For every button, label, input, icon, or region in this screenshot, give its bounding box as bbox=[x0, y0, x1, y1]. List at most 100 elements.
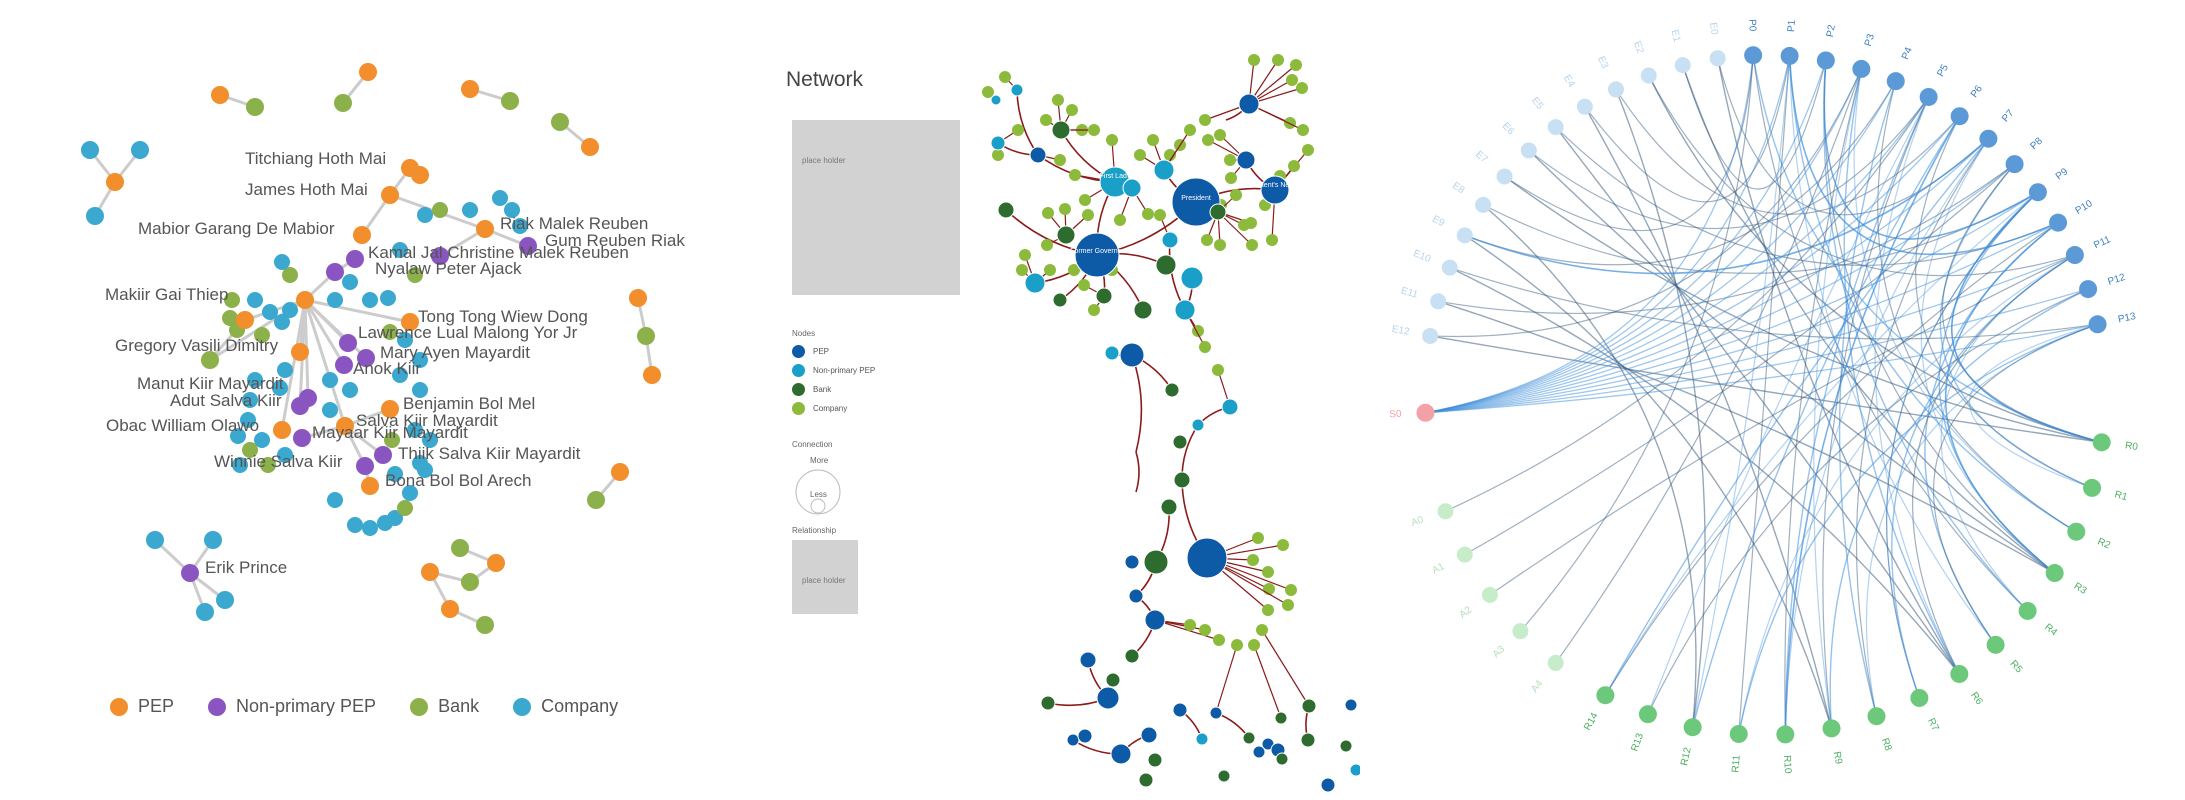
graph-node[interactable] bbox=[380, 290, 396, 306]
graph-node[interactable] bbox=[359, 63, 377, 81]
graph-node[interactable] bbox=[422, 432, 438, 448]
graph-node[interactable] bbox=[392, 367, 408, 383]
graph-node[interactable] bbox=[461, 573, 479, 591]
graph-node[interactable] bbox=[230, 428, 246, 444]
company-node[interactable] bbox=[1082, 209, 1094, 221]
company-node[interactable] bbox=[1272, 54, 1284, 66]
network-node[interactable] bbox=[1144, 609, 1166, 631]
company-node[interactable] bbox=[1088, 304, 1100, 316]
network-node[interactable] bbox=[1164, 382, 1180, 398]
network-node[interactable] bbox=[990, 94, 1002, 106]
network-node[interactable] bbox=[1110, 743, 1132, 765]
graph-node[interactable] bbox=[336, 417, 354, 435]
network-node[interactable] bbox=[1186, 537, 1228, 579]
graph-node[interactable] bbox=[246, 98, 264, 116]
graph-node[interactable] bbox=[322, 402, 338, 418]
company-node[interactable] bbox=[1212, 364, 1224, 376]
chord-node[interactable] bbox=[1596, 686, 1615, 705]
graph-node[interactable] bbox=[387, 510, 403, 526]
graph-node[interactable] bbox=[402, 485, 418, 501]
chord-node[interactable] bbox=[1919, 87, 1938, 106]
graph-node[interactable] bbox=[242, 392, 258, 408]
graph-node[interactable] bbox=[196, 603, 214, 621]
network-node[interactable] bbox=[1209, 203, 1227, 221]
chord-node[interactable] bbox=[1547, 119, 1564, 136]
graph-node[interactable] bbox=[242, 442, 258, 458]
network-node[interactable] bbox=[1052, 292, 1068, 308]
network-node[interactable] bbox=[1155, 254, 1177, 276]
chord-node[interactable] bbox=[1437, 503, 1454, 520]
graph-node[interactable] bbox=[512, 218, 528, 234]
company-node[interactable] bbox=[1297, 124, 1309, 136]
network-node[interactable] bbox=[1124, 554, 1140, 570]
graph-node[interactable] bbox=[277, 362, 293, 378]
chord-node[interactable] bbox=[1910, 688, 1929, 707]
network-node[interactable] bbox=[1195, 732, 1209, 746]
company-node[interactable] bbox=[1147, 134, 1159, 146]
network-node[interactable] bbox=[1252, 745, 1266, 759]
graph-node[interactable] bbox=[637, 327, 655, 345]
graph-node[interactable] bbox=[461, 80, 479, 98]
chord-node[interactable] bbox=[1456, 546, 1473, 563]
network-node[interactable] bbox=[1124, 648, 1140, 664]
chord-node[interactable] bbox=[1416, 403, 1435, 422]
company-node[interactable] bbox=[1247, 554, 1259, 566]
graph-node[interactable] bbox=[441, 600, 459, 618]
company-node[interactable] bbox=[1263, 583, 1275, 595]
company-node[interactable] bbox=[1225, 172, 1237, 184]
company-node[interactable] bbox=[1184, 619, 1196, 631]
graph-node[interactable] bbox=[407, 267, 423, 283]
graph-node[interactable] bbox=[412, 382, 428, 398]
network-node[interactable] bbox=[1119, 342, 1145, 368]
graph-node[interactable] bbox=[222, 310, 238, 326]
network-node[interactable] bbox=[990, 135, 1006, 151]
company-node[interactable] bbox=[1079, 194, 1091, 206]
legend-item-pep[interactable]: PEP bbox=[110, 696, 174, 717]
graph-node[interactable] bbox=[86, 207, 104, 225]
graph-node[interactable] bbox=[131, 141, 149, 159]
graph-node[interactable] bbox=[412, 352, 428, 368]
graph-node[interactable] bbox=[346, 250, 364, 268]
graph-node[interactable] bbox=[335, 356, 353, 374]
network-node[interactable] bbox=[1300, 732, 1316, 748]
chord-node[interactable] bbox=[1979, 129, 1998, 148]
graph-node[interactable] bbox=[384, 432, 400, 448]
network-node[interactable] bbox=[1161, 231, 1179, 249]
company-node[interactable] bbox=[1214, 239, 1226, 251]
network-node[interactable] bbox=[1143, 549, 1169, 575]
graph-node[interactable] bbox=[282, 302, 298, 318]
chord-node[interactable] bbox=[1576, 98, 1593, 115]
company-node[interactable] bbox=[1019, 249, 1031, 261]
chord-node[interactable] bbox=[1441, 259, 1458, 276]
network-node[interactable] bbox=[1236, 150, 1256, 170]
graph-node[interactable] bbox=[262, 304, 278, 320]
graph-node[interactable] bbox=[327, 492, 343, 508]
company-node[interactable] bbox=[1246, 239, 1258, 251]
graph-node[interactable] bbox=[431, 247, 449, 265]
network-node[interactable] bbox=[1238, 93, 1260, 115]
chord-node[interactable] bbox=[2083, 478, 2102, 497]
graph-node[interactable] bbox=[339, 334, 357, 352]
chord-node[interactable] bbox=[1986, 635, 2005, 654]
company-node[interactable] bbox=[1042, 207, 1054, 219]
graph-node[interactable] bbox=[629, 289, 647, 307]
network-node[interactable] bbox=[1104, 345, 1120, 361]
graph-node[interactable] bbox=[291, 397, 309, 415]
network-node[interactable] bbox=[1344, 698, 1358, 712]
graph-node[interactable] bbox=[476, 220, 494, 238]
chord-node[interactable] bbox=[1638, 705, 1657, 724]
company-node[interactable] bbox=[1286, 74, 1298, 86]
graph-node[interactable] bbox=[374, 446, 392, 464]
chord-node[interactable] bbox=[1520, 142, 1537, 159]
network-node[interactable] bbox=[1029, 146, 1047, 164]
chord-node[interactable] bbox=[2005, 155, 2024, 174]
network-node[interactable] bbox=[1339, 739, 1353, 753]
company-node[interactable] bbox=[1040, 114, 1052, 126]
company-node[interactable] bbox=[1230, 189, 1242, 201]
chord-node[interactable] bbox=[2045, 564, 2064, 583]
company-node[interactable] bbox=[1012, 124, 1024, 136]
graph-node[interactable] bbox=[146, 531, 164, 549]
graph-node[interactable] bbox=[643, 366, 661, 384]
graph-node[interactable] bbox=[611, 463, 629, 481]
company-node[interactable] bbox=[1277, 539, 1289, 551]
